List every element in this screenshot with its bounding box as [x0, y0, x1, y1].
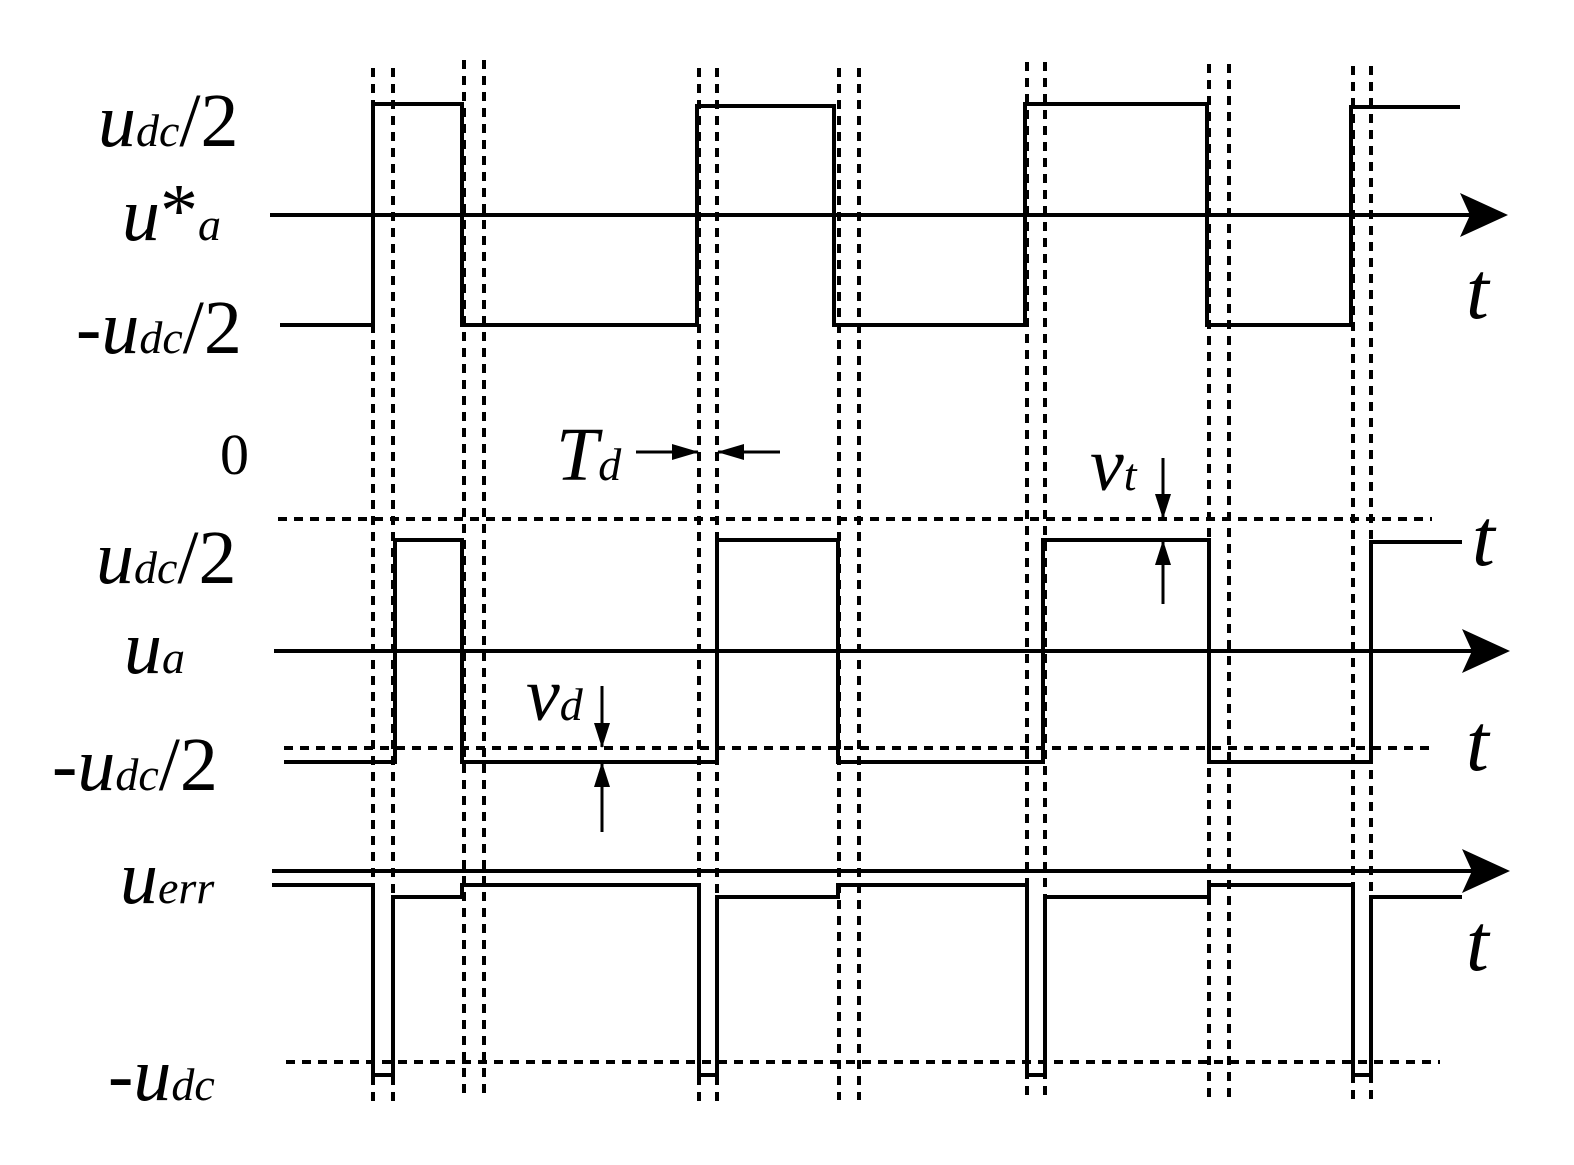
turn-on-drop-dimension: [1155, 458, 1171, 604]
label-suffix: /2: [159, 723, 218, 807]
time-label: t: [1466, 245, 1491, 336]
reference-voltage-waveform: [280, 102, 1460, 327]
label-mid-low: -udc/2: [52, 723, 218, 807]
arrow-icon: [594, 723, 610, 748]
label-main: v: [526, 653, 560, 737]
label-diode-drop: vd: [526, 653, 584, 737]
arrow-icon: [1460, 193, 1508, 237]
label-main: u: [124, 606, 162, 690]
label-sub: dc: [115, 749, 158, 800]
arrow-icon: [1155, 540, 1171, 565]
error-voltage-waveform: [272, 883, 1462, 1077]
label-main: T: [556, 413, 603, 497]
label-main: u: [96, 516, 134, 600]
label-main: u: [133, 1033, 171, 1117]
label-sub: err: [158, 862, 215, 913]
label-top-ref: u*a: [122, 169, 221, 257]
label-main: v: [1090, 423, 1124, 507]
label-err: uerr: [120, 836, 215, 920]
label-sub: d: [598, 439, 622, 490]
label-main: u: [122, 173, 160, 257]
label-suffix: /2: [177, 516, 236, 600]
waveforms: [272, 102, 1462, 1077]
dead-time-dimension: [636, 444, 780, 460]
axes: [270, 193, 1510, 893]
time-label: t: [1466, 697, 1491, 788]
label-zero: 0: [220, 422, 249, 487]
label-bottom-low: -udc: [108, 1033, 215, 1117]
label-prefix: -: [76, 286, 101, 370]
label-sub: d: [560, 679, 584, 730]
arrow-icon: [594, 762, 610, 787]
label-top-high: udc/2: [98, 79, 239, 163]
label-mid-out: ua: [124, 606, 185, 690]
time-label: t: [1472, 492, 1497, 583]
arrow-icon: [1155, 494, 1171, 519]
label-star: *: [160, 169, 198, 253]
label-prefix: -: [108, 1033, 133, 1117]
arrow-icon: [672, 444, 699, 460]
label-sub: t: [1124, 449, 1138, 500]
label-sub: dc: [171, 1059, 214, 1110]
label-sub: dc: [136, 105, 179, 156]
label-sub: dc: [134, 542, 177, 593]
output-voltage-waveform: [284, 538, 1462, 764]
label-main: u: [77, 723, 115, 807]
label-prefix: -: [52, 723, 77, 807]
label-main: u: [120, 836, 158, 920]
label-top-low: -udc/2: [76, 286, 242, 370]
label-dead-time: Td: [556, 413, 622, 497]
label-main: u: [98, 79, 136, 163]
arrow-icon: [1462, 629, 1510, 673]
arrow-icon: [717, 444, 744, 460]
label-sub: a: [198, 199, 221, 250]
diode-drop-dimension: [594, 686, 610, 832]
arrow-icon: [1462, 849, 1510, 893]
time-markers: [371, 60, 1373, 1108]
label-sub: a: [162, 632, 185, 683]
label-turn-on-drop: vt: [1090, 423, 1138, 507]
label-mid-high: udc/2: [96, 516, 237, 600]
label-sub: dc: [139, 312, 182, 363]
level-lines: [278, 517, 1440, 1064]
label-suffix: /2: [183, 286, 242, 370]
time-label: t: [1466, 897, 1491, 988]
label-main: u: [101, 286, 139, 370]
label-suffix: /2: [179, 79, 238, 163]
